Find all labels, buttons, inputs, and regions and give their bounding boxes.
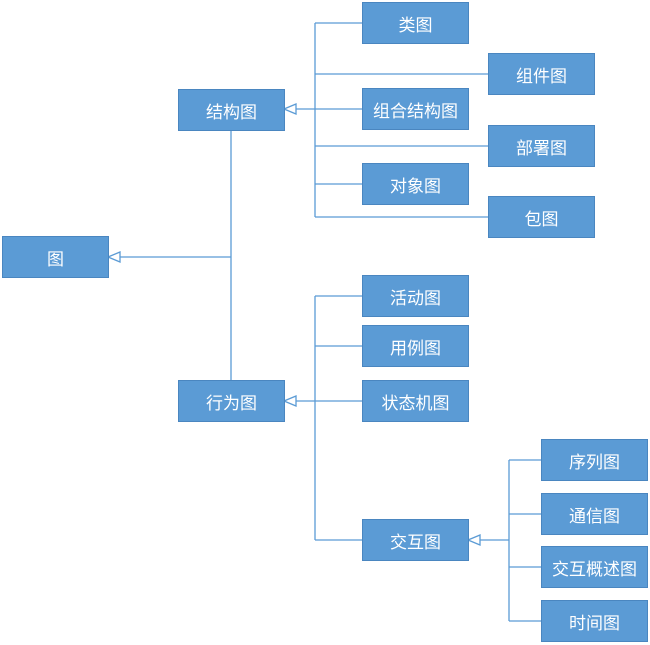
- node-composite-structure-diagram: 组合结构图: [362, 88, 469, 130]
- arrowhead-interaction: [466, 534, 481, 546]
- arrowhead-behavior: [282, 395, 297, 407]
- node-timing-diagram: 时间图: [541, 600, 648, 642]
- arrowhead-root: [106, 251, 121, 263]
- node-use-case-diagram: 用例图: [362, 325, 469, 367]
- node-object-diagram: 对象图: [362, 163, 469, 205]
- node-communication-diagram: 通信图: [541, 493, 648, 535]
- node-sequence-diagram: 序列图: [541, 439, 648, 481]
- node-package-diagram: 包图: [488, 196, 595, 238]
- node-root: 图: [2, 236, 109, 278]
- node-behavior-diagram: 行为图: [178, 380, 285, 422]
- node-interaction-overview-diagram: 交互概述图: [541, 546, 648, 588]
- node-interaction-diagram: 交互图: [362, 519, 469, 561]
- node-activity-diagram: 活动图: [362, 275, 469, 317]
- node-state-machine-diagram: 状态机图: [362, 380, 469, 422]
- node-component-diagram: 组件图: [488, 53, 595, 95]
- node-deployment-diagram: 部署图: [488, 125, 595, 167]
- arrowhead-structure: [282, 103, 297, 115]
- node-class-diagram: 类图: [362, 2, 469, 44]
- node-structure-diagram: 结构图: [178, 89, 285, 131]
